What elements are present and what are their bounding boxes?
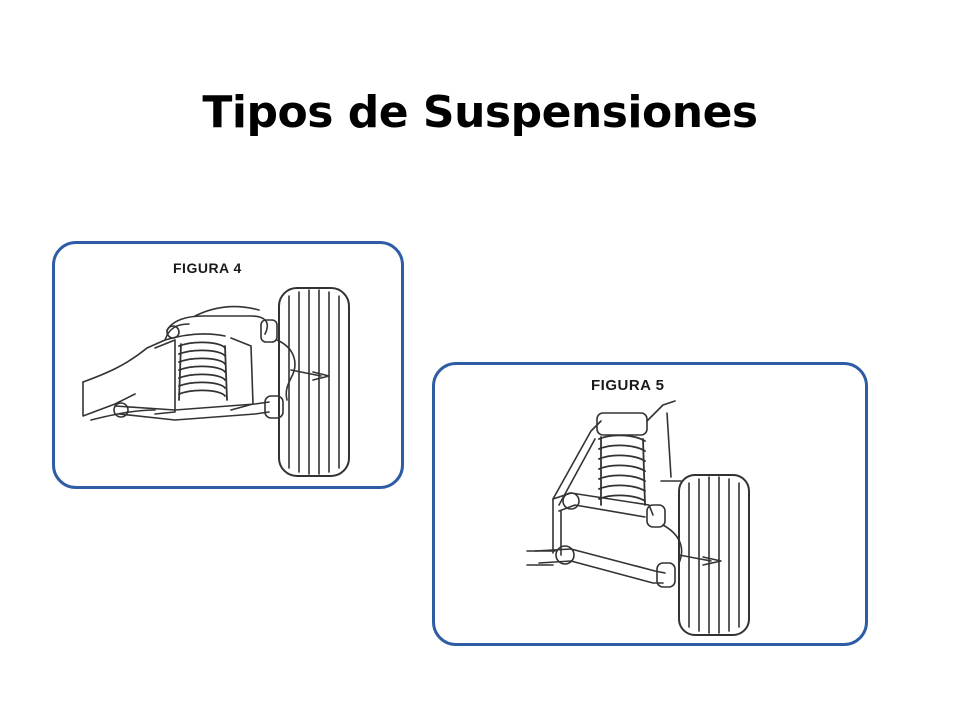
figure-4-label: FIGURA 4 [173, 260, 242, 276]
figure-4-panel: FIGURA 4 [52, 241, 404, 489]
suspension-coil-spring-icon [526, 400, 750, 636]
suspension-coil-spring-icon [82, 287, 350, 477]
figure-5-label: FIGURA 5 [591, 377, 665, 394]
figure-5-panel: FIGURA 5 [432, 362, 868, 646]
slide-title: Tipos de Suspensiones [202, 87, 758, 139]
